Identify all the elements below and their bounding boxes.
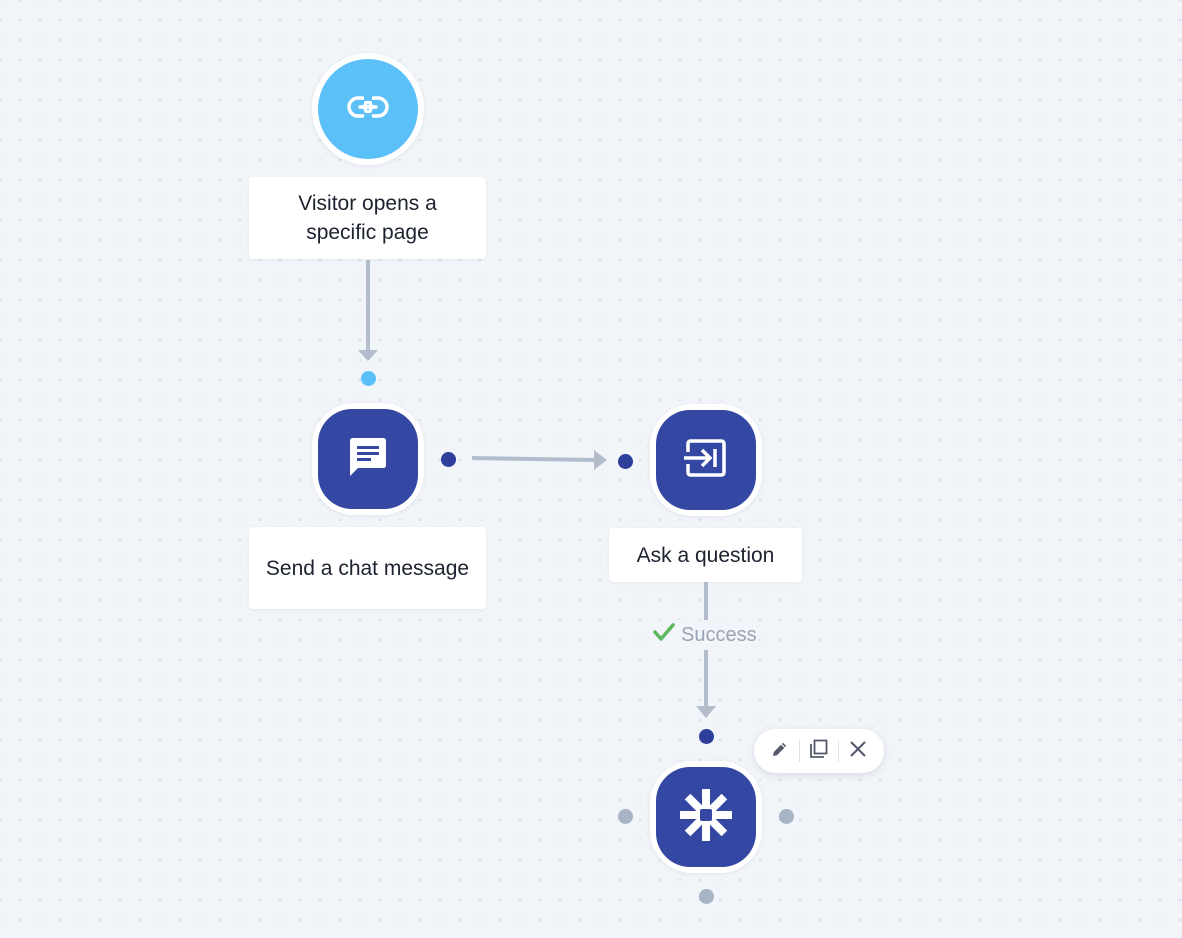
checkmark-icon [653,622,675,648]
chat-message-label-card[interactable]: Send a chat message [249,527,486,609]
zapier-node-core [656,767,756,867]
ask-question-label: Ask a question [636,543,775,567]
input-arrow-icon [680,432,732,489]
connector-arrowhead [358,350,378,361]
chat-message-icon [344,433,392,486]
chat-message-node[interactable] [312,403,424,515]
trigger-label-card[interactable]: Visitor opens a specific page [249,177,486,259]
output-port-dot[interactable] [440,451,456,467]
ask-question-node-core [656,410,756,510]
node-toolbar [754,729,884,773]
port-dot-left[interactable] [617,808,633,824]
ask-question-node[interactable] [650,404,762,516]
input-port-dot[interactable] [360,370,376,386]
toolbar-divider [838,740,839,762]
input-port-dot[interactable] [617,453,633,469]
zapier-node[interactable] [650,761,762,873]
port-dot-bottom[interactable] [698,888,714,904]
connector-arrowhead [594,450,607,470]
success-text: Success [681,623,757,646]
trigger-label: Visitor opens a specific page [298,192,437,244]
ask-question-label-card[interactable]: Ask a question [609,528,802,582]
edit-node-button[interactable] [761,736,799,766]
chat-message-label: Send a chat message [265,556,470,580]
asterisk-icon [678,787,734,848]
pencil-icon [770,739,790,764]
trigger-node[interactable] [312,53,424,165]
port-dot-right[interactable] [778,808,794,824]
success-branch-label[interactable]: Success [651,620,759,650]
trigger-node-core [318,59,418,159]
chat-message-node-core [318,409,418,509]
link-icon [344,83,392,136]
copy-icon [808,738,830,765]
close-icon [848,739,868,764]
delete-node-button[interactable] [839,736,877,766]
toolbar-divider [799,740,800,762]
duplicate-node-button[interactable] [800,736,838,766]
input-port-dot[interactable] [698,728,714,744]
connector-chat-to-question [471,456,597,462]
connector-arrowhead [696,706,716,718]
